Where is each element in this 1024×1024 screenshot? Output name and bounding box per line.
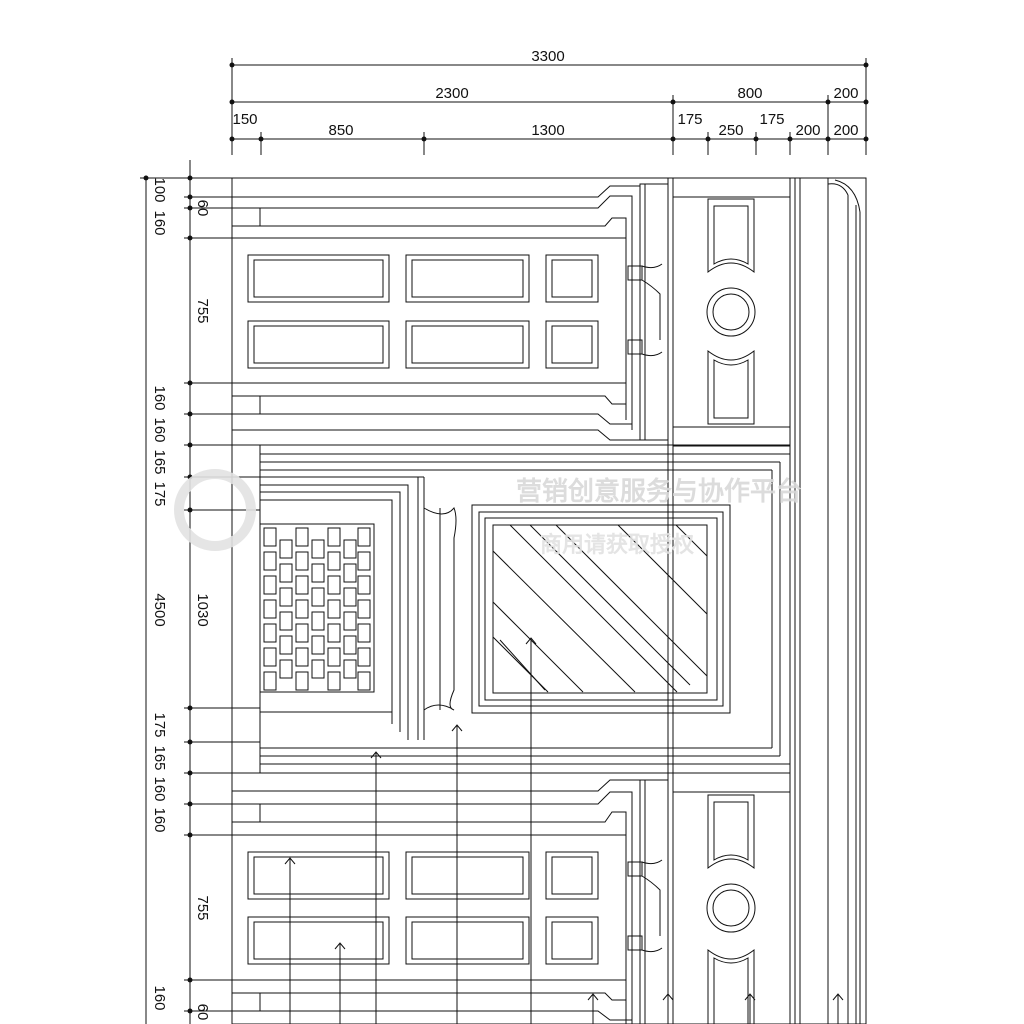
dim-left-160d: 160 (151, 776, 168, 801)
dim-top-175b: 175 (759, 111, 784, 128)
dim-left-160b: 160 (151, 385, 168, 410)
dim-top-200c: 200 (833, 122, 858, 139)
watermark-line2: 商用请获取授权 (540, 532, 695, 558)
dim-left-4500: 4500 (151, 593, 168, 626)
dim-inner-1030: 1030 (194, 593, 211, 626)
dim-inner-755b: 755 (194, 895, 211, 920)
top-dimension-dots (229, 62, 869, 142)
lattice-window (263, 527, 371, 691)
dim-left-175a: 175 (151, 481, 168, 506)
watermark: 营销创意服务与协作平台 商用请获取授权 (174, 469, 802, 558)
top-dimension-labels: 3300 2300 800 200 150 850 1300 175 250 1… (232, 48, 858, 139)
dim-left-165b: 165 (151, 745, 168, 770)
top-dimension-lines (231, 58, 867, 155)
upper-panel-section (231, 177, 791, 447)
dim-top-200a: 200 (833, 85, 858, 102)
dim-inner-755a: 755 (194, 298, 211, 323)
dim-top-175a: 175 (677, 111, 702, 128)
dim-top-250: 250 (718, 122, 743, 139)
dim-top-150: 150 (232, 111, 257, 128)
dim-left-160f: 160 (151, 985, 168, 1010)
left-dimension-lines (140, 160, 232, 1024)
dim-top-850: 850 (328, 122, 353, 139)
watermark-line1: 营销创意服务与协作平台 (516, 476, 802, 507)
dim-top-200b: 200 (795, 122, 820, 139)
dim-top-2300: 2300 (435, 85, 468, 102)
dim-left-175b: 175 (151, 712, 168, 737)
section-arrows (284, 637, 844, 1024)
dim-top-800: 800 (737, 85, 762, 102)
left-dimension-dots (143, 175, 193, 1014)
dim-top-3300: 3300 (531, 48, 564, 65)
dim-inner-60a: 60 (194, 200, 211, 217)
dim-left-160c: 160 (151, 417, 168, 442)
dim-inner-60b: 60 (194, 1004, 211, 1021)
dim-left-165a: 165 (151, 449, 168, 474)
elevation-outline (231, 177, 867, 1024)
lower-panel-section (231, 772, 790, 1024)
dim-top-1300: 1300 (531, 122, 564, 139)
dim-left-160a: 160 (151, 210, 168, 235)
middle-section (231, 444, 790, 774)
dim-left-160e: 160 (151, 807, 168, 832)
left-dimension-labels: 100 160 4500 160 160 165 175 175 165 160… (151, 177, 211, 1020)
dim-left-100: 100 (151, 177, 168, 202)
